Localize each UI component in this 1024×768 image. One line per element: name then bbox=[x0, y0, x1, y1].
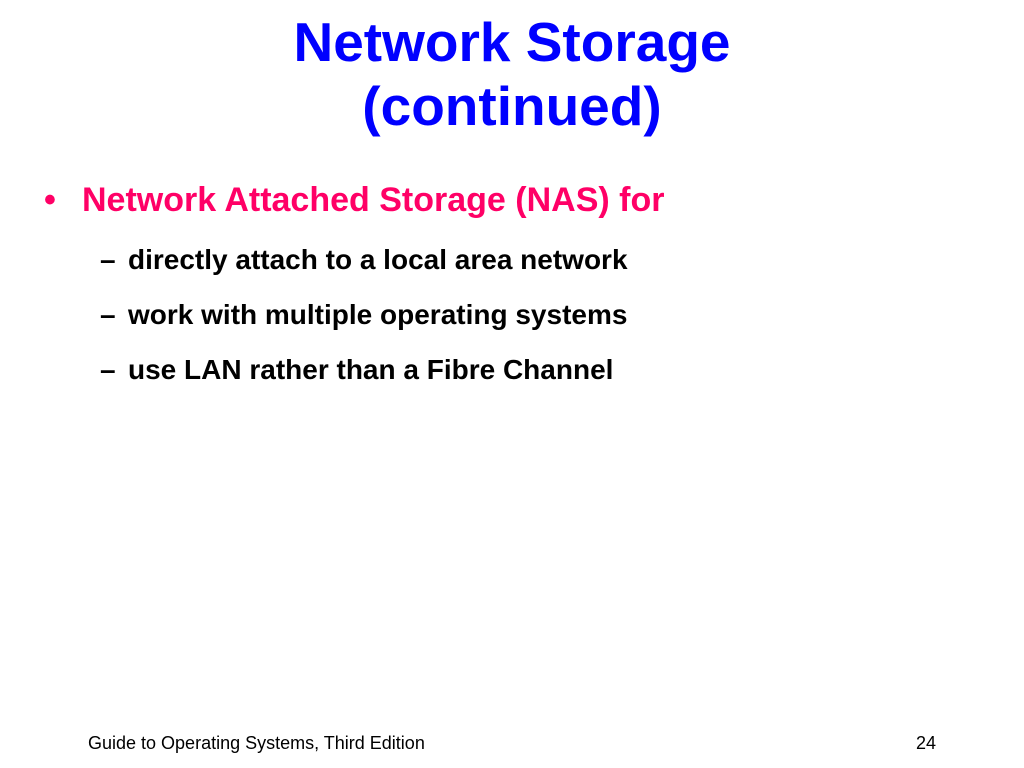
bullet-item: • Network Attached Storage (NAS) for bbox=[44, 178, 664, 222]
sub-bullet-dash: – bbox=[100, 299, 116, 330]
sub-bullet-dash: – bbox=[100, 244, 116, 275]
slide-title: Network Storage (continued) bbox=[0, 10, 1024, 138]
footer-book-title: Guide to Operating Systems, Third Editio… bbox=[88, 733, 425, 753]
sub-bullet-item: –use LAN rather than a Fibre Channel bbox=[100, 350, 628, 405]
title-line-1: Network Storage bbox=[293, 11, 731, 73]
sub-bullet-item: –work with multiple operating systems bbox=[100, 295, 628, 350]
sub-bullet-text: directly attach to a local area network bbox=[128, 244, 628, 275]
bullet-marker: • bbox=[44, 181, 56, 219]
bullet-text: Network Attached Storage (NAS) for bbox=[82, 181, 665, 219]
title-line-2: (continued) bbox=[362, 75, 662, 137]
sub-bullet-text: use LAN rather than a Fibre Channel bbox=[128, 354, 614, 385]
sub-bullet-text: work with multiple operating systems bbox=[128, 299, 628, 330]
sub-bullet-list: –directly attach to a local area network… bbox=[100, 240, 628, 405]
footer-page-number: 24 bbox=[915, 733, 936, 753]
sub-bullet-item: –directly attach to a local area network bbox=[100, 240, 628, 295]
sub-bullet-dash: – bbox=[100, 354, 116, 385]
